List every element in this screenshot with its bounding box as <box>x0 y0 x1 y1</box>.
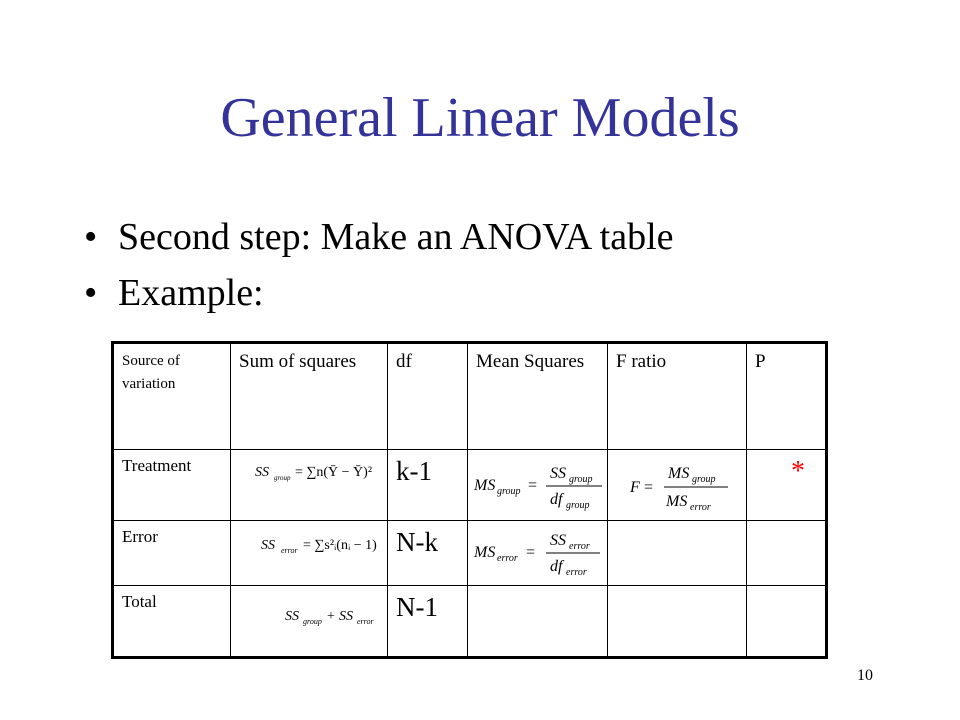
svg-text:df: df <box>550 558 565 575</box>
svg-text:MS: MS <box>665 493 687 510</box>
table-header-row: Source of variation Sum of squares df Me… <box>112 342 827 450</box>
p-value-star: * <box>746 449 827 521</box>
bullet-dot: • <box>84 216 98 258</box>
table-row: Treatment SS group = ∑n(Ȳ − Ȳ)² k-1 MS g… <box>112 449 827 521</box>
bullet-text: Example: <box>118 272 264 314</box>
svg-text:group: group <box>566 500 590 511</box>
svg-text:error: error <box>357 617 374 626</box>
svg-text:error: error <box>497 553 518 564</box>
svg-text:SS: SS <box>339 609 353 624</box>
bullet-item: • Example: <box>84 274 674 330</box>
svg-text:F: F <box>629 479 640 496</box>
svg-text:group: group <box>497 486 521 497</box>
row-df: N-1 <box>387 585 468 658</box>
formula-ss-group: SS group = ∑n(Ȳ − Ȳ)² <box>230 449 388 521</box>
empty-cell <box>746 520 827 586</box>
svg-text:error: error <box>690 502 711 513</box>
row-source: Error <box>112 520 231 586</box>
formula-ms-error: MS error = SS error df error <box>467 520 608 586</box>
header-df: df <box>387 342 468 450</box>
formula-ss-total: SS group + SS error <box>230 585 388 658</box>
bullet-list: • Second step: Make an ANOVA table • Exa… <box>84 218 674 330</box>
header-source: Source of variation <box>112 342 231 450</box>
header-p: P <box>746 342 827 450</box>
row-source: Treatment <box>112 449 231 521</box>
svg-text:SS: SS <box>550 532 566 549</box>
formula-ss-error: SS error = ∑s²ᵢ(nᵢ − 1) <box>230 520 388 586</box>
empty-cell <box>467 585 608 658</box>
header-sum-of-squares: Sum of squares <box>230 342 388 450</box>
empty-cell <box>607 585 747 658</box>
svg-text:df: df <box>550 491 565 508</box>
svg-text:SS: SS <box>550 465 566 482</box>
svg-text:SS: SS <box>255 465 269 480</box>
row-source: Total <box>112 585 231 658</box>
svg-text:error: error <box>566 567 587 578</box>
slide-title: General Linear Models <box>220 87 740 149</box>
svg-text:error: error <box>569 541 590 552</box>
anova-table: Source of variation Sum of squares df Me… <box>111 341 828 659</box>
svg-text:= ∑n(Ȳ − Ȳ)²: = ∑n(Ȳ − Ȳ)² <box>295 464 372 480</box>
row-df: k-1 <box>387 449 468 521</box>
svg-text:=: = <box>526 544 535 561</box>
bullet-item: • Second step: Make an ANOVA table <box>84 218 674 274</box>
svg-text:group: group <box>569 474 593 485</box>
page-number: 10 <box>857 667 873 684</box>
bullet-dot: • <box>84 272 98 314</box>
table-row: Error SS error = ∑s²ᵢ(nᵢ − 1) N-k MS err… <box>112 520 827 586</box>
row-df: N-k <box>387 520 468 586</box>
svg-text:= ∑s²ᵢ(nᵢ − 1): = ∑s²ᵢ(nᵢ − 1) <box>303 538 377 553</box>
svg-text:MS: MS <box>473 477 495 494</box>
svg-text:group: group <box>692 474 716 485</box>
svg-text:error: error <box>281 546 298 555</box>
table-row: Total SS group + SS error N-1 <box>112 585 827 658</box>
empty-cell <box>746 585 827 658</box>
svg-text:=: = <box>644 479 653 496</box>
svg-text:=: = <box>528 477 537 494</box>
svg-text:MS: MS <box>473 544 495 561</box>
formula-f-ratio: F = MS group MS error <box>607 449 747 521</box>
empty-cell <box>607 520 747 586</box>
svg-text:SS: SS <box>261 538 275 553</box>
header-f-ratio: F ratio <box>607 342 747 450</box>
svg-text:SS: SS <box>285 609 299 624</box>
svg-text:MS: MS <box>667 465 689 482</box>
bullet-text: Second step: Make an ANOVA table <box>118 216 674 258</box>
svg-text:+: + <box>327 609 335 624</box>
svg-text:group: group <box>274 474 291 482</box>
formula-ms-group: MS group = SS group df group <box>467 449 608 521</box>
header-mean-squares: Mean Squares <box>467 342 608 450</box>
svg-text:group: group <box>303 617 322 626</box>
